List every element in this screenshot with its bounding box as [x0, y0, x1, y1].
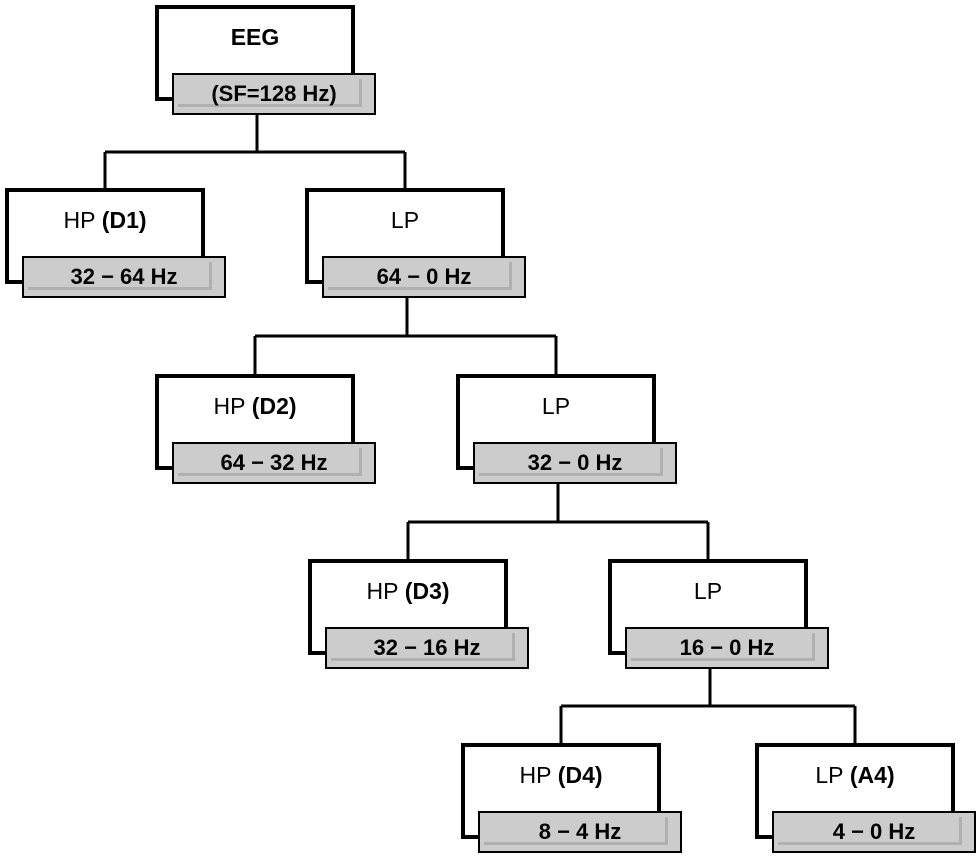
- node-band-label: 64 − 32 Hz: [172, 442, 376, 484]
- node-band-text: 32 − 16 Hz: [373, 635, 481, 660]
- node-band-label: 8 − 4 Hz: [478, 811, 682, 853]
- node-band-label: 32 − 64 Hz: [22, 256, 226, 298]
- node-title-main: LP: [815, 761, 844, 788]
- node-band-text: (SF=128 Hz): [211, 81, 337, 106]
- node-title-tag: (D1): [101, 206, 147, 233]
- node-title: LP: [608, 559, 808, 623]
- node-title: LP (A4): [755, 743, 955, 807]
- node-title-tag: (A4): [849, 761, 895, 788]
- node-title-main: EEG: [230, 23, 280, 50]
- node-band-text: 32 − 0 Hz: [527, 450, 623, 475]
- node-band-label: (SF=128 Hz): [172, 73, 376, 115]
- node-title-main: HP: [366, 577, 399, 604]
- node-band-label: 64 − 0 Hz: [322, 256, 526, 298]
- node-title: EEG: [155, 5, 355, 69]
- node-title: HP (D1): [5, 188, 205, 252]
- node-title: HP (D3): [308, 559, 508, 623]
- node-band-text: 64 − 0 Hz: [376, 264, 472, 289]
- node-band-text: 16 − 0 Hz: [679, 635, 775, 660]
- node-title-tag: (D4): [557, 761, 603, 788]
- node-title: HP (D2): [155, 374, 355, 438]
- node-title-main: LP: [541, 392, 571, 419]
- node-title-tag: (D2): [251, 392, 297, 419]
- node-title-main: HP: [213, 392, 246, 419]
- node-title-main: LP: [390, 206, 420, 233]
- node-band-text: 8 − 4 Hz: [538, 819, 622, 844]
- node-band-text: 64 − 32 Hz: [220, 450, 328, 475]
- node-title: HP (D4): [461, 743, 661, 807]
- node-title-main: LP: [693, 577, 723, 604]
- node-title: LP: [456, 374, 656, 438]
- node-band-text: 32 − 64 Hz: [70, 264, 178, 289]
- node-title-main: HP: [63, 206, 96, 233]
- node-band-label: 16 − 0 Hz: [625, 627, 829, 669]
- node-band-label: 32 − 0 Hz: [473, 442, 677, 484]
- node-band-text: 4 − 0 Hz: [832, 819, 916, 844]
- node-title-tag: (D3): [404, 577, 450, 604]
- node-band-label: 32 − 16 Hz: [325, 627, 529, 669]
- node-title-main: HP: [519, 761, 552, 788]
- node-title: LP: [305, 188, 505, 252]
- node-band-label: 4 − 0 Hz: [772, 811, 976, 853]
